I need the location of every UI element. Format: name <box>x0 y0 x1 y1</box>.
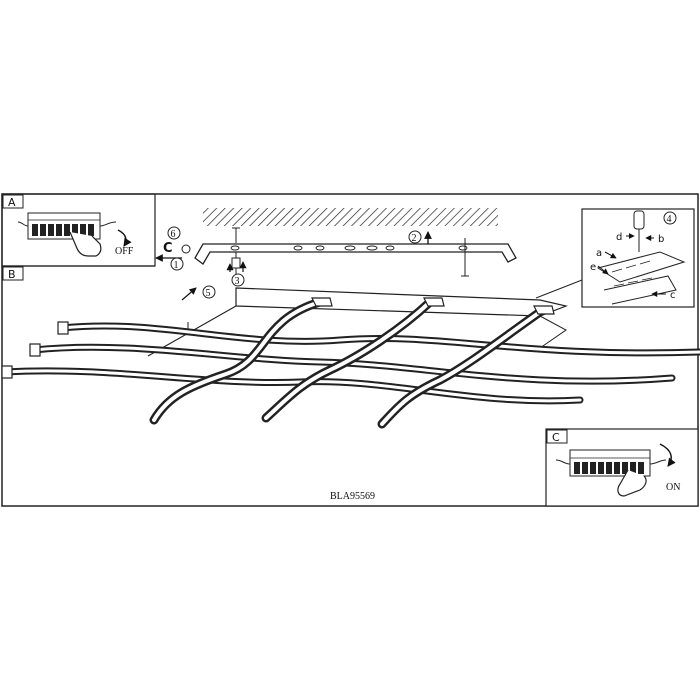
detail-label-c: c <box>670 290 676 301</box>
mounting-bracket <box>194 243 517 265</box>
svg-text:1: 1 <box>174 260 179 271</box>
arrow-icon <box>659 443 676 467</box>
panel-b-letter: B <box>8 268 16 281</box>
detail-panel-4: 4 d b a e c <box>535 208 695 308</box>
panel-c-switch-label: ON <box>666 482 680 493</box>
panel-b-tag <box>2 266 24 281</box>
step-2: 2 <box>408 230 432 244</box>
detail-label-a: a <box>596 248 602 259</box>
ceiling-hatch <box>203 208 498 226</box>
panel-c: C ON <box>545 428 699 507</box>
panel-c-tag <box>546 429 568 444</box>
panel-a-letter: A <box>8 196 16 209</box>
model-code: BLA95569 <box>330 491 375 502</box>
breaker-switch-icon <box>555 449 667 477</box>
hand-icon <box>69 231 102 257</box>
step-4: 4 <box>667 214 672 225</box>
svg-text:6: 6 <box>171 229 176 240</box>
panel-c-letter: C <box>552 431 560 444</box>
breaker-switch-icon <box>17 212 117 240</box>
step-1: 1 <box>170 257 184 271</box>
panel-a: A OFF <box>1 193 156 267</box>
detail-label-e: e <box>590 262 596 273</box>
svg-text:5: 5 <box>206 288 211 299</box>
svg-text:C: C <box>163 241 173 256</box>
light-fixture <box>1 287 700 429</box>
step-6: 6 <box>167 226 181 240</box>
fixture-canopy <box>235 287 569 317</box>
step-6-glyph: C <box>155 241 191 262</box>
panel-a-tag <box>2 194 24 209</box>
arrow-icon <box>117 229 132 247</box>
hand-icon <box>617 469 647 497</box>
terminal-block <box>596 251 686 283</box>
svg-text:2: 2 <box>412 233 417 244</box>
wall-plug <box>231 257 241 274</box>
svg-text:3: 3 <box>235 276 240 287</box>
detail-label-d: d <box>616 232 622 243</box>
panel-a-switch-label: OFF <box>115 246 134 257</box>
screwdriver-icon <box>633 210 645 252</box>
step-3: 3 <box>226 261 247 287</box>
screw-right <box>461 238 469 277</box>
detail-label-b: b <box>658 234 664 245</box>
step-5: 5 <box>181 285 216 330</box>
